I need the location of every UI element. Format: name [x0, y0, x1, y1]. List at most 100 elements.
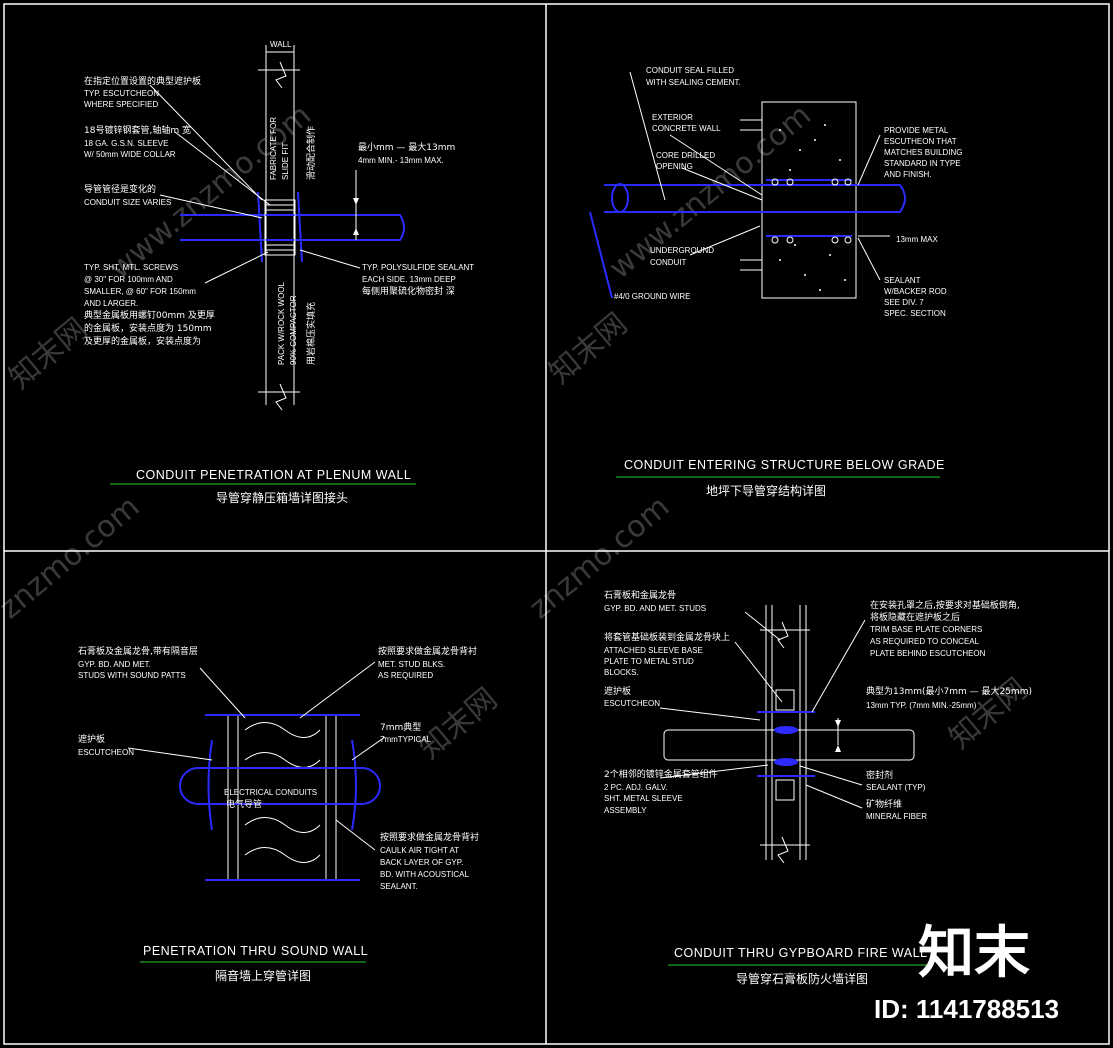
asset-id: ID: 1141788513	[874, 994, 1059, 1024]
label-trim-en3: PLATE BEHIND ESCUTCHEON	[870, 649, 986, 658]
label-sealant-en1: TYP. POLYSULFIDE SEALANT	[362, 263, 474, 272]
label-typ-en: 13mm TYP. (7mm MIN.-25mm)	[866, 701, 977, 710]
label-screws-en3: SMALLER, @ 60" FOR 150mm	[84, 287, 196, 296]
label-screws-en1: TYP. SHT. MTL. SCREWS	[84, 263, 178, 272]
label-blocks-en2: AS REQUIRED	[378, 671, 433, 680]
label-sleeve-en2: SHT. METAL SLEEVE	[604, 794, 683, 803]
panel-title-cn: 地坪下导管穿结构详图	[706, 483, 826, 498]
label-sealant-1: SEALANT	[884, 276, 921, 285]
label-pack-cn: 用岩棉压实填充	[305, 302, 317, 365]
label-gyp-en: GYP. BD. AND MET. STUDS	[604, 604, 706, 613]
panel-title-cn: 导管穿石膏板防火墙详图	[736, 971, 868, 986]
concrete-hatch	[779, 124, 846, 291]
watermark-cn: 知末网	[943, 671, 1034, 756]
label-screws-cn3: 及更厚的金属板，安装点度为	[84, 335, 201, 347]
panel-fire-wall: 石膏板和金属龙骨 GYP. BD. AND MET. STUDS 将套管基础板装…	[604, 589, 1032, 986]
label-escutcheon-en: ESCUTCHEON	[604, 699, 660, 708]
label-trim-en2: AS REQUIRED TO CONCEAL	[870, 637, 980, 646]
label-escutcheon-1: PROVIDE METAL	[884, 126, 949, 135]
watermark-en: znzmo.com	[0, 489, 146, 626]
label-typ-cn: 典型为13mm(最小7mm — 最大25mm)	[866, 685, 1032, 697]
watermark-cn: 知末网	[543, 306, 634, 391]
label-fabricate-en2: SLIDE FIT	[281, 143, 290, 180]
label-caulk-cn: 按照要求做金属龙骨背衬	[380, 831, 479, 843]
label-sleeve-en1: 2 PC. ADJ. GALV.	[604, 783, 668, 792]
label-sleeve-cn: 18号镀锌钢套管,轴轴m 宽	[84, 124, 191, 136]
panel-title-en: CONDUIT PENETRATION AT PLENUM WALL	[136, 468, 411, 482]
label-sealant-cn: 密封剂	[866, 769, 893, 781]
label-seal-2: WITH SEALING CEMENT.	[646, 78, 741, 87]
label-sealant-en2: EACH SIDE. 13mm DEEP	[362, 275, 456, 284]
label-trim-en1: TRIM BASE PLATE CORNERS	[870, 625, 982, 634]
label-typical-en: 7mmTYPICAL	[380, 735, 432, 744]
panel-below-grade: CONDUIT SEAL FILLED WITH SEALING CEMENT.…	[589, 66, 963, 498]
panel-title-cn: 导管穿静压箱墙详图接头	[216, 490, 348, 505]
label-underground-1: UNDERGROUND	[650, 246, 714, 255]
watermark-cn: 知末网	[413, 681, 504, 766]
label-core-1: CORE DRILLED	[656, 151, 715, 160]
label-escutcheon-4: STANDARD IN TYPE	[884, 159, 961, 168]
label-caulk-en3: BD. WITH ACOUSTICAL	[380, 870, 469, 879]
label-escutcheon-cn: 在指定位置设置的典型遮护板	[84, 75, 201, 87]
label-sleeve-cn: 2个相邻的镀锌金属套管组件	[604, 768, 718, 780]
label-gyp-cn: 石膏板及金属龙骨,带有隔音层	[78, 645, 198, 657]
label-gyp-cn: 石膏板和金属龙骨	[604, 589, 676, 601]
label-attach-en3: BLOCKS.	[604, 668, 639, 677]
label-ground-wire: #4/0 GROUND WIRE	[614, 292, 690, 301]
label-sealant-4: SPEC. SECTION	[884, 309, 946, 318]
label-screws-cn2: 的金属板，安装点度为 150mm	[84, 322, 212, 334]
label-gap-cn: 最小mm — 最大13mm	[358, 141, 455, 153]
label-gap-en: 4mm MIN.- 13mm MAX.	[358, 156, 444, 165]
label-size-cn: 导管管径是变化的	[84, 183, 156, 195]
label-caulk-en2: BACK LAYER OF GYP.	[380, 858, 463, 867]
label-escutcheon-en: TYP. ESCUTCHEON	[84, 89, 159, 98]
label-conduits-en: ELECTRICAL CONDUITS	[224, 788, 317, 797]
label-escutcheon-en2: WHERE SPECIFIED	[84, 100, 158, 109]
label-fabricate-cn: 滑动配合制作	[305, 126, 317, 180]
label-underground-2: CONDUIT	[650, 258, 687, 267]
watermark-cn: 知末网	[3, 311, 94, 396]
label-screws-en4: AND LARGER.	[84, 299, 138, 308]
label-exterior-2: CONCRETE WALL	[652, 124, 721, 133]
label-sleeve-en: 18 GA. G.S.N. SLEEVE	[84, 139, 168, 148]
label-pack-en2: 90% COMPACTOR	[289, 295, 298, 365]
label-escutcheon-cn: 遮护板	[78, 733, 105, 745]
panel-sound-wall: 石膏板及金属龙骨,带有隔音层 GYP. BD. AND MET. STUDS W…	[78, 645, 479, 983]
label-screws-en2: @ 30" FOR 100mm AND	[84, 275, 173, 284]
panel-plenum-wall: WALL 在指定位置设置的典型遮护板 TYP. ESCUTCHEON WHERE…	[84, 40, 474, 505]
label-size-en: CONDUIT SIZE VARIES	[84, 198, 171, 207]
label-sealant-3: SEE DIV. 7	[884, 298, 924, 307]
brand-logo: 知末	[918, 921, 1030, 986]
label-escutcheon-2: ESCUTHEON THAT	[884, 137, 957, 146]
label-conduits-cn: 电气导管	[226, 798, 262, 810]
label-blocks-en1: MET. STUD BLKS.	[378, 660, 445, 669]
label-caulk-en4: SEALANT.	[380, 882, 418, 891]
label-attach-en2: PLATE TO METAL STUD	[604, 657, 694, 666]
label-sleeve-en3: ASSEMBLY	[604, 806, 647, 815]
label-gyp-en2: STUDS WITH SOUND PATTS	[78, 671, 186, 680]
label-escutcheon-cn: 遮护板	[604, 685, 631, 697]
wall-label: WALL	[270, 40, 292, 49]
label-exterior-1: EXTERIOR	[652, 113, 693, 122]
label-seal-1: CONDUIT SEAL FILLED	[646, 66, 734, 75]
label-trim-cn2: 将板隐藏在遮护板之后	[870, 611, 960, 623]
label-escutcheon-en: ESCUTCHEON	[78, 748, 134, 757]
label-gyp-en1: GYP. BD. AND MET.	[78, 660, 151, 669]
label-sleeve-en2: W/ 50mm WIDE COLLAR	[84, 150, 176, 159]
label-max: 13mm MAX	[896, 235, 938, 244]
panel-title-en: PENETRATION THRU SOUND WALL	[143, 944, 368, 958]
label-typical-cn: 7mm典型	[380, 721, 421, 733]
label-screws-cn1: 典型金属板用螺钉00mm 及更厚	[84, 309, 215, 321]
label-sealant-2: W/BACKER ROD	[884, 287, 947, 296]
panel-frames	[3, 3, 1110, 1045]
label-escutcheon-5: AND FINISH.	[884, 170, 932, 179]
label-caulk-en1: CAULK AIR TIGHT AT	[380, 846, 459, 855]
label-core-2: OPENING	[656, 162, 693, 171]
label-attach-cn: 将套管基础板装到金属龙骨块上	[604, 631, 730, 643]
label-trim-cn1: 在安装孔罩之后,按要求对基础板倒角,	[870, 599, 1020, 611]
label-sealant-cn: 每侧用聚硫化物密封 深	[362, 285, 455, 297]
panel-title-en: CONDUIT THRU GYPBOARD FIRE WALL	[674, 946, 928, 960]
label-blocks-cn: 按照要求做金属龙骨背衬	[378, 645, 477, 657]
label-escutcheon-3: MATCHES BUILDING	[884, 148, 963, 157]
label-attach-en1: ATTACHED SLEEVE BASE	[604, 646, 703, 655]
